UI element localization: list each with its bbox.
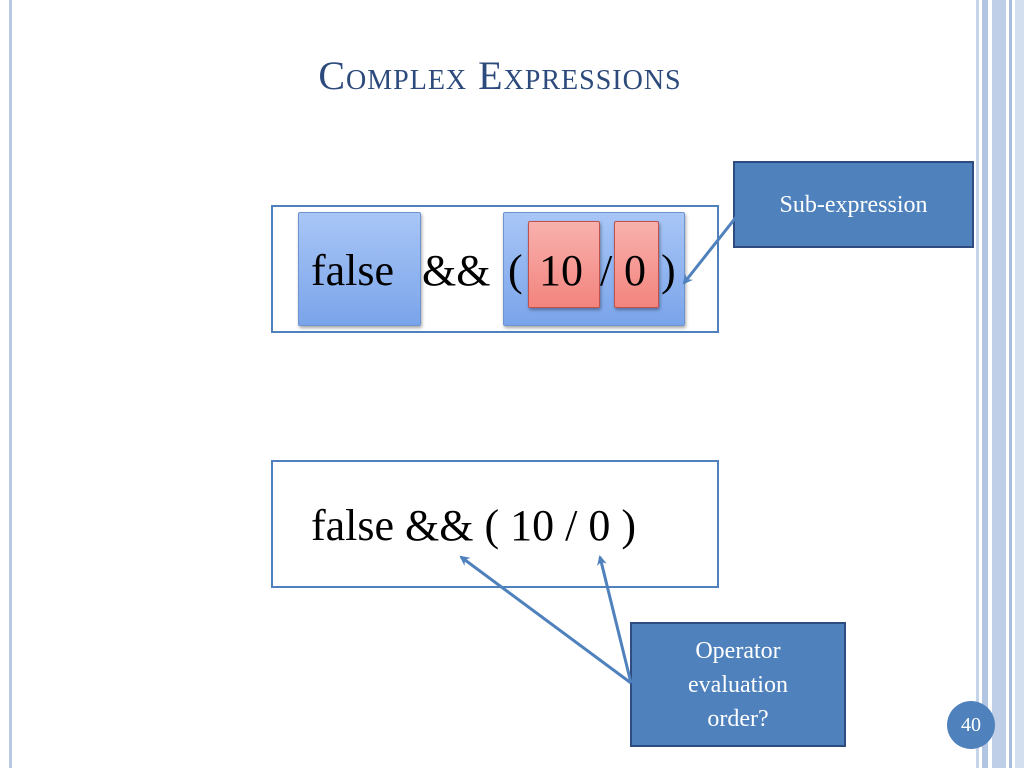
token-divide-operator: / <box>600 246 613 295</box>
callout-operator-order: Operator evaluation order? <box>630 622 846 747</box>
callout-operator-order-line-3: order? <box>707 705 769 732</box>
callout-operator-order-line-2: evaluation <box>688 671 788 698</box>
expression-bottom-text: false && ( 10 / 0 ) <box>311 501 637 550</box>
callout-sub-expression: Sub-expression <box>733 161 974 248</box>
token-and-operator: && <box>422 246 491 295</box>
arrow-to-sub-expression <box>682 196 754 285</box>
right-border-stripes <box>976 0 1024 768</box>
token-close-paren: ) <box>661 246 676 295</box>
left-border-rule <box>9 0 12 768</box>
arrow-to-divide-operator <box>597 555 633 684</box>
slide-title: Complex Expressions <box>318 53 682 98</box>
highlight-false-operand <box>298 212 421 326</box>
highlight-ten-operand <box>528 221 600 308</box>
token-zero: 0 <box>624 246 646 295</box>
token-ten: 10 <box>539 246 583 295</box>
callout-operator-order-line-1: Operator <box>695 637 781 664</box>
expression-box-bottom <box>271 460 719 588</box>
page-number-badge: 40 <box>947 701 995 749</box>
token-false: false <box>311 246 395 295</box>
highlight-zero-operand <box>614 221 659 308</box>
token-open-paren: ( <box>508 246 523 295</box>
arrow-to-and-operator <box>459 555 632 685</box>
page-number: 40 <box>961 713 981 736</box>
callout-sub-expression-label: Sub-expression <box>779 191 928 218</box>
